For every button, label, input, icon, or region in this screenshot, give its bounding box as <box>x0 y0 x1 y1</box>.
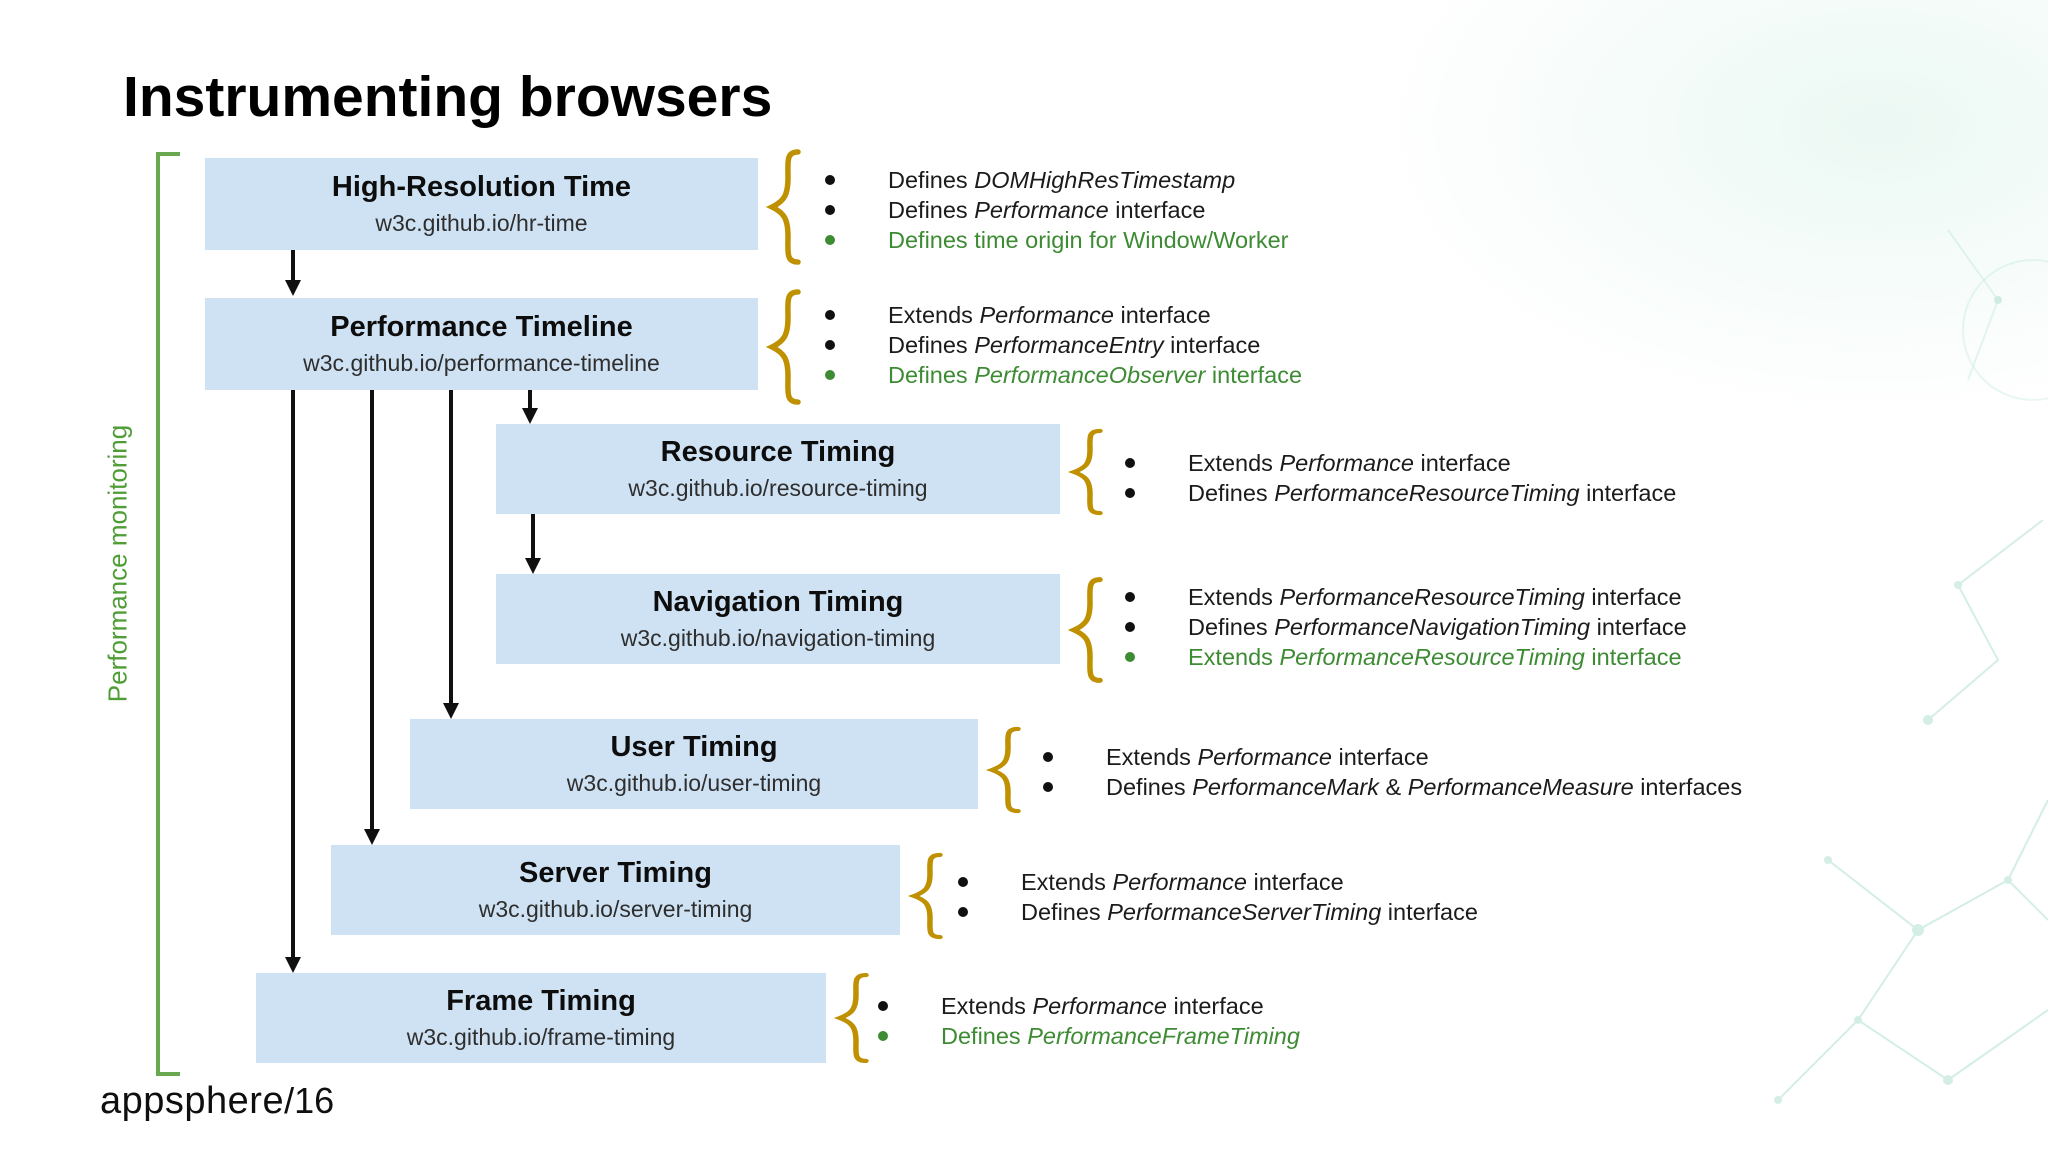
box-performance-timeline: Performance Timeline w3c.github.io/perfo… <box>205 298 758 390</box>
bullet-icon <box>1043 752 1053 762</box>
notes-navigation-timing: Extends PerformanceResourceTiming interf… <box>1122 582 1687 672</box>
bullet-icon <box>1125 488 1135 498</box>
spec-url: w3c.github.io/resource-timing <box>628 475 928 501</box>
note-line: Extends Performance interface <box>1122 448 1676 478</box>
flow-arrow <box>443 390 459 719</box>
bullet-icon <box>1043 782 1053 792</box>
flow-arrow <box>525 514 541 574</box>
note-line: Defines PerformanceNavigationTiming inte… <box>1122 612 1687 642</box>
bullet-icon <box>1125 652 1135 662</box>
bullet-icon <box>878 1001 888 1011</box>
footer: appsphere/16 <box>100 1080 334 1123</box>
note-line: Extends PerformanceResourceTiming interf… <box>1122 582 1687 612</box>
bullet-icon <box>958 907 968 917</box>
slide-title: Instrumenting browsers <box>123 65 773 129</box>
bullet-icon <box>825 175 835 185</box>
brace <box>765 149 801 265</box>
grouping-bracket <box>156 152 180 1076</box>
bullet-icon <box>825 235 835 245</box>
spec-name: High-Resolution Time <box>331 171 632 203</box>
notes-server-timing: Extends Performance interface Defines Pe… <box>955 867 1478 927</box>
bullet-icon <box>958 877 968 887</box>
note-line: Extends Performance interface <box>822 300 1302 330</box>
brace <box>1067 428 1103 516</box>
spec-url: w3c.github.io/user-timing <box>566 770 822 796</box>
bullet-icon <box>825 310 835 320</box>
spec-url: w3c.github.io/hr-time <box>375 210 588 236</box>
brace <box>1067 577 1103 683</box>
notes-user-timing: Extends Performance interface Defines Pe… <box>1040 742 1742 802</box>
flow-arrow <box>285 390 301 973</box>
box-frame-timing: Frame Timing w3c.github.io/frame-timing <box>256 973 826 1063</box>
note-line: Extends Performance interface <box>875 991 1300 1021</box>
note-line: Defines PerformanceFrameTiming <box>875 1021 1300 1051</box>
slide-number: /16 <box>284 1080 335 1121</box>
spec-name: User Timing <box>610 731 778 763</box>
note-line: Defines PerformanceServerTiming interfac… <box>955 897 1478 927</box>
note-line: Defines time origin for Window/Worker <box>822 225 1289 255</box>
notes-high-resolution-time: Defines DOMHighResTimestamp Defines Perf… <box>822 165 1289 255</box>
box-navigation-timing: Navigation Timing w3c.github.io/navigati… <box>496 574 1060 664</box>
notes-frame-timing: Extends Performance interface Defines Pe… <box>875 991 1300 1051</box>
bullet-icon <box>825 340 835 350</box>
brace <box>985 726 1021 814</box>
spec-url: w3c.github.io/server-timing <box>478 896 753 922</box>
spec-name: Navigation Timing <box>652 586 904 618</box>
flow-arrow <box>285 250 301 296</box>
note-line: Defines Performance interface <box>822 195 1289 225</box>
bullet-icon <box>1125 622 1135 632</box>
note-line: Defines DOMHighResTimestamp <box>822 165 1289 195</box>
box-resource-timing: Resource Timing w3c.github.io/resource-t… <box>496 424 1060 514</box>
flow-arrow <box>364 390 380 845</box>
box-user-timing: User Timing w3c.github.io/user-timing <box>410 719 978 809</box>
background-tint <box>1368 0 2048 420</box>
notes-performance-timeline: Extends Performance interface Defines Pe… <box>822 300 1302 390</box>
note-line: Extends Performance interface <box>1040 742 1742 772</box>
bullet-icon <box>1125 458 1135 468</box>
box-server-timing: Server Timing w3c.github.io/server-timin… <box>331 845 900 935</box>
spec-url: w3c.github.io/frame-timing <box>406 1024 676 1050</box>
bullet-icon <box>878 1031 888 1041</box>
brace <box>907 852 943 940</box>
notes-resource-timing: Extends Performance interface Defines Pe… <box>1122 448 1676 508</box>
bullet-icon <box>825 205 835 215</box>
network-decoration <box>1774 229 2048 1104</box>
note-line: Defines PerformanceResourceTiming interf… <box>1122 478 1676 508</box>
note-line: Defines PerformanceEntry interface <box>822 330 1302 360</box>
note-line: Extends Performance interface <box>955 867 1478 897</box>
spec-name: Performance Timeline <box>330 311 633 343</box>
box-high-resolution-time: High-Resolution Time w3c.github.io/hr-ti… <box>205 158 758 250</box>
spec-url: w3c.github.io/navigation-timing <box>620 625 936 651</box>
bullet-icon <box>1125 592 1135 602</box>
spec-name: Frame Timing <box>446 985 636 1017</box>
spec-name: Server Timing <box>519 857 712 889</box>
brace <box>833 972 869 1064</box>
spec-name: Resource Timing <box>660 436 896 468</box>
flow-arrow <box>522 390 538 424</box>
brace <box>765 289 801 405</box>
side-label: Performance monitoring <box>102 424 133 703</box>
bullet-icon <box>825 370 835 380</box>
spec-url: w3c.github.io/performance-timeline <box>303 350 660 376</box>
brand-logo: appsphere <box>100 1080 285 1122</box>
note-line: Defines PerformanceObserver interface <box>822 360 1302 390</box>
note-line: Defines PerformanceMark & PerformanceMea… <box>1040 772 1742 802</box>
note-line: Extends PerformanceResourceTiming interf… <box>1122 642 1687 672</box>
